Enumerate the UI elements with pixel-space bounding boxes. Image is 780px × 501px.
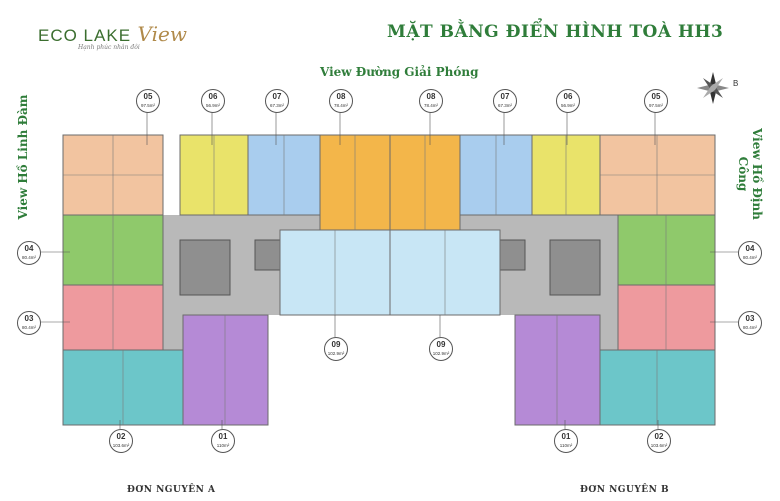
page-title: MẶT BẰNG ĐIỂN HÌNH TOÀ HH3 <box>387 22 724 42</box>
footer-label-a: ĐƠN NGUYÊN A <box>127 485 216 495</box>
unit-03-right <box>617 284 716 351</box>
brand-tagline: Hạnh phúc nhân đôi <box>78 44 140 51</box>
brand-logo: ECO LAKE View Hạnh phúc nhân đôi <box>38 22 187 51</box>
unit-02-right <box>599 349 716 426</box>
interior-walls <box>63 135 715 425</box>
unit-01-left <box>182 314 269 426</box>
brand-script: View <box>137 22 187 46</box>
compass-label: B <box>733 79 738 88</box>
unit-01-right <box>514 314 601 426</box>
view-label-top: View Đường Giải Phóng <box>320 65 479 79</box>
leader-lines <box>40 112 740 429</box>
compass-icon <box>697 72 729 104</box>
brand-name: ECO LAKE <box>38 26 132 45</box>
footer-label-b: ĐƠN NGUYÊN B <box>580 485 670 495</box>
unit-04-right <box>617 214 716 286</box>
